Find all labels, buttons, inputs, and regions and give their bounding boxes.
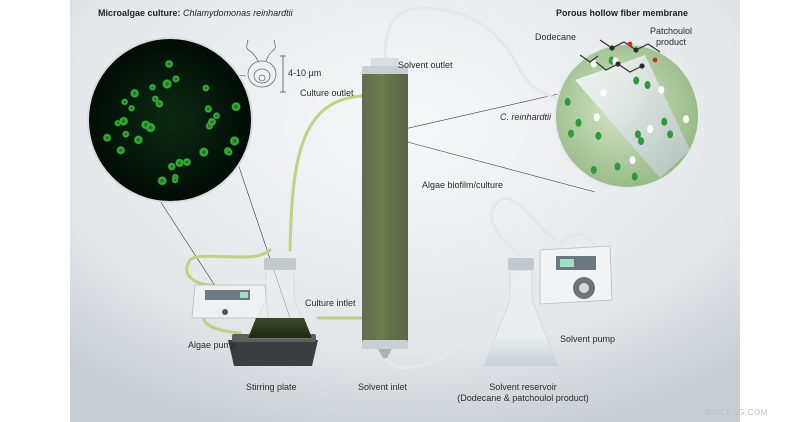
membrane-cell (647, 125, 654, 134)
solvent-outlet-label: Solvent outlet (398, 60, 453, 70)
algae-cell (212, 111, 221, 120)
algae-cell (171, 74, 181, 84)
algae-cell (118, 116, 129, 127)
membrane-cell (629, 156, 636, 165)
algae-cell (230, 101, 242, 112)
algae-cell (229, 135, 240, 147)
algae-cell (151, 94, 160, 103)
membrane-cell (595, 131, 602, 140)
algae-pump-device (191, 284, 269, 319)
algae-cell (164, 59, 174, 69)
culture-title: Microalgae culture: Chlamydomonas reinha… (98, 8, 293, 18)
solvent-pump-device (539, 245, 613, 305)
membrane-cell (633, 76, 640, 85)
algae-cell (140, 119, 151, 130)
watermark: BIOCEAG.COM (705, 408, 768, 417)
membrane-cells (564, 56, 690, 181)
algae-cell (102, 133, 112, 143)
culture-title-species: Chlamydomonas reinhardtii (183, 8, 293, 18)
algae-cell (225, 148, 234, 157)
solvent-reservoir-label: Solvent reservoir (Dodecane & patchoulol… (448, 382, 598, 404)
algae-cells (102, 59, 242, 187)
membrane-cell (590, 166, 597, 175)
membrane-cell (644, 81, 651, 90)
membrane-cell (568, 129, 575, 138)
membrane-cell (593, 113, 600, 122)
reactor-column (362, 58, 408, 358)
membrane-cell (600, 88, 607, 97)
patchoulol-label-line2: product (656, 37, 687, 47)
stirring-plate-device (228, 334, 318, 366)
cell-schematic-icon (246, 39, 277, 88)
membrane-cell (683, 115, 690, 124)
algae-cell (133, 134, 144, 145)
algae-cell (207, 117, 217, 127)
algae-pump-label: Algae pump (188, 340, 237, 350)
membrane-title: Porous hollow fiber membrane (556, 8, 689, 18)
membrane-cell (631, 172, 638, 181)
algae-cell (148, 83, 157, 92)
algae-cell (198, 146, 210, 158)
stirring-plate-label: Stirring plate (246, 382, 297, 392)
patchoulol-label: Patchoulol product (650, 26, 692, 48)
micrograph-inset (87, 37, 253, 203)
algae-cell (203, 104, 213, 114)
c-reinhardtii-label: C. reinhardtii (500, 112, 552, 122)
culture-inlet-label: Culture intlet (305, 298, 356, 308)
membrane-cell (614, 162, 621, 171)
patchoulol-label-line1: Patchoulol (650, 26, 693, 36)
algae-cell (182, 157, 192, 167)
membrane-inset (554, 39, 700, 189)
membrane-cell (564, 97, 571, 106)
membrane-cell (634, 130, 641, 139)
solvent-reservoir-line2: (Dodecane & patchoulol product) (457, 393, 589, 403)
membrane-cell (661, 117, 668, 126)
dodecane-label: Dodecane (535, 32, 577, 42)
membrane-cell (658, 85, 665, 94)
algae-cell (120, 98, 129, 106)
algae-cell (115, 145, 126, 156)
algae-cell (129, 88, 140, 99)
membrane-cell (638, 137, 645, 146)
scale-label: 4-10 µm (288, 68, 322, 78)
algae-cell (156, 175, 168, 187)
solvent-reservoir-flask (483, 258, 559, 367)
algae-cell (171, 176, 179, 184)
membrane-cell (590, 59, 597, 68)
culture-outlet-label: Culture outlet (300, 88, 354, 98)
algae-cell (127, 104, 136, 113)
membrane-cell (667, 130, 674, 139)
algae-cell (174, 157, 185, 168)
algae-cell (167, 162, 177, 172)
scale-bar (280, 55, 286, 93)
solvent-reservoir-line1: Solvent reservoir (489, 382, 557, 392)
algae-cell (201, 84, 210, 93)
algae-flask (247, 258, 313, 339)
molecule-cluster-icon (579, 39, 661, 73)
solvent-inlet-label: Solvent inlet (358, 382, 408, 392)
algae-biofilm-label: Algae biofilm/culture (422, 180, 504, 190)
algae-cell (161, 78, 173, 90)
solvent-pump-label: Solvent pump (560, 334, 616, 344)
membrane-cell (575, 118, 582, 127)
hollow-fiber (575, 55, 690, 178)
algae-cell (121, 130, 130, 139)
culture-title-prefix: Microalgae culture: (98, 8, 181, 18)
